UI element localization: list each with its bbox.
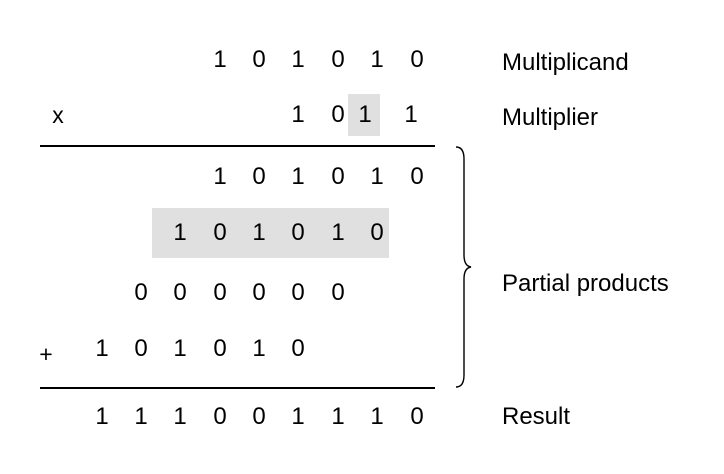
partial-product-digit: 0 — [134, 335, 148, 362]
result-digit: 1 — [95, 403, 109, 430]
result-digit: 1 — [291, 403, 305, 430]
result-digit: 1 — [370, 403, 384, 430]
partial-product-row-highlighted: 1 0 1 0 1 0 — [0, 213, 724, 253]
partial-product-digit: 0 — [213, 279, 227, 306]
multiply-operator: x — [52, 102, 64, 128]
partial-product-digit: 0 — [134, 279, 148, 306]
partial-products-label: Partial products — [502, 270, 669, 297]
result-digit: 1 — [134, 403, 148, 430]
plus-operator: + — [39, 341, 53, 367]
partial-product-row: 0 0 0 0 0 0 — [0, 273, 724, 313]
partial-product-digit: 0 — [252, 163, 266, 190]
multiplier-digit: 1 — [291, 101, 305, 128]
partial-product-digit: 0 — [291, 335, 305, 362]
result-label: Result — [502, 403, 571, 430]
partial-product-digit: 1 — [173, 335, 187, 362]
multiplier-label: Multiplier — [502, 104, 599, 131]
result-digit: 1 — [173, 403, 187, 430]
result-digit: 0 — [410, 403, 424, 430]
partial-products-brace — [455, 146, 472, 388]
multiplicand-digit: 0 — [252, 46, 266, 73]
result-digit: 1 — [331, 403, 345, 430]
partial-product-digit: 0 — [291, 279, 305, 306]
partial-product-digit: 0 — [213, 335, 227, 362]
result-digit: 0 — [252, 403, 266, 430]
result-row: 1 1 1 0 0 1 1 1 0 Result — [0, 397, 724, 437]
partial-product-digit: 1 — [252, 219, 266, 246]
multiplicand-label: Multiplicand — [502, 49, 629, 76]
result-digit: 0 — [213, 403, 227, 430]
partial-product-row: 1 0 1 0 1 0 — [0, 157, 724, 197]
partial-product-digit: 0 — [291, 219, 305, 246]
partial-product-digit: 1 — [173, 219, 187, 246]
partial-product-digit: 1 — [331, 219, 345, 246]
partial-product-digit: 0 — [213, 219, 227, 246]
partial-product-row: + 1 0 1 0 1 0 — [0, 329, 724, 369]
partial-product-digit: 1 — [370, 163, 384, 190]
multiplicand-digit: 1 — [370, 46, 384, 73]
multiplicand-digit: 1 — [291, 46, 305, 73]
multiplier-digit-highlighted: 1 — [358, 101, 372, 128]
partial-product-digit: 0 — [370, 219, 384, 246]
multiplier-bit-highlight — [348, 94, 380, 136]
multiplicand-digit: 1 — [213, 46, 227, 73]
bottom-divider-line — [40, 387, 435, 389]
multiplicand-digit: 0 — [331, 46, 345, 73]
partial-product-digit: 0 — [252, 279, 266, 306]
partial-product-digit: 0 — [331, 279, 345, 306]
partial-product-digit: 1 — [252, 335, 266, 362]
multiplier-row: x 1 0 1 1 Multiplier — [0, 95, 724, 135]
partial-product-digit: 1 — [213, 163, 227, 190]
partial-product-digit: 1 — [291, 163, 305, 190]
multiplier-digit: 0 — [331, 101, 345, 128]
partial-product-digit: 1 — [95, 335, 109, 362]
partial-product-digit: 0 — [331, 163, 345, 190]
multiplier-digit: 1 — [404, 101, 418, 128]
multiplicand-row: 1 0 1 0 1 0 Multiplicand — [0, 40, 724, 80]
partial-product-digit: 0 — [410, 163, 424, 190]
shifted-partial-product-highlight — [152, 208, 389, 258]
top-divider-line — [40, 145, 435, 147]
partial-product-digit: 0 — [173, 279, 187, 306]
multiplicand-digit: 0 — [410, 46, 424, 73]
